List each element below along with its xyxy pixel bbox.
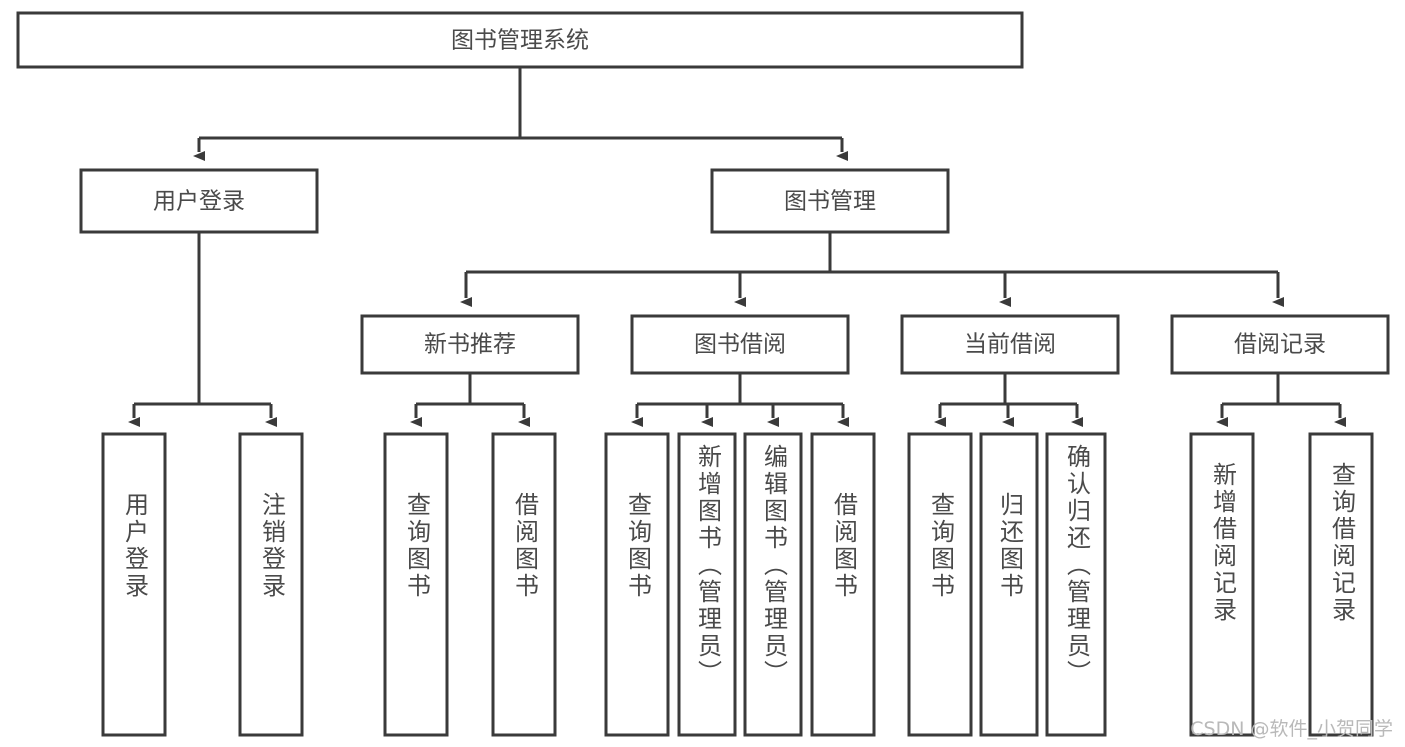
leaf-box-add-book-admin[interactable] xyxy=(677,432,737,737)
leaf-box-user-login[interactable] xyxy=(101,432,167,737)
edges-book-borrow-to-leaves xyxy=(631,373,849,427)
leaf-box-confirm-return[interactable] xyxy=(1045,432,1107,737)
node-user-login-label: 用户登录 xyxy=(153,189,245,215)
leaf-box-query-book-nb[interactable] xyxy=(383,432,449,737)
node-current-borrow[interactable]: 当前借阅 xyxy=(900,314,1120,375)
edges-current-borrow-to-leaves xyxy=(934,373,1083,427)
node-book-borrow[interactable]: 图书借阅 xyxy=(630,314,850,375)
leaf-box-query-book-bb[interactable] xyxy=(604,432,670,737)
edges-root-to-level2 xyxy=(193,67,848,161)
leaf-box-add-borrow-record[interactable] xyxy=(1189,432,1255,737)
node-root-label: 图书管理系统 xyxy=(451,28,589,54)
leaf-box-logout[interactable] xyxy=(238,432,304,737)
leaf-box-query-borrow-rec[interactable] xyxy=(1308,432,1374,737)
node-new-book-recommend-label: 新书推荐 xyxy=(424,332,516,358)
leaf-box-return-book[interactable] xyxy=(979,432,1039,737)
leaf-box-borrow-book-nb[interactable] xyxy=(491,432,557,737)
edges-new-book-to-leaves xyxy=(410,373,530,427)
node-book-borrow-label: 图书借阅 xyxy=(694,332,786,358)
node-book-management[interactable]: 图书管理 xyxy=(710,168,950,234)
edges-user-login-to-leaves xyxy=(128,232,277,427)
node-book-management-label: 图书管理 xyxy=(784,189,876,215)
leaf-box-borrow-book-bb[interactable] xyxy=(810,432,876,737)
node-new-book-recommend[interactable]: 新书推荐 xyxy=(360,314,580,375)
edges-borrow-record-to-leaves xyxy=(1216,373,1346,427)
node-user-login[interactable]: 用户登录 xyxy=(79,168,319,234)
edges-level2-to-level3 xyxy=(460,232,1284,307)
leaf-box-edit-book-admin[interactable] xyxy=(743,432,803,737)
leaf-boxes xyxy=(101,432,1374,737)
node-borrow-record[interactable]: 借阅记录 xyxy=(1170,314,1390,375)
leaf-box-query-book-cb[interactable] xyxy=(907,432,973,737)
node-current-borrow-label: 当前借阅 xyxy=(964,332,1056,358)
node-borrow-record-label: 借阅记录 xyxy=(1234,332,1326,358)
node-root[interactable]: 图书管理系统 xyxy=(16,11,1024,69)
